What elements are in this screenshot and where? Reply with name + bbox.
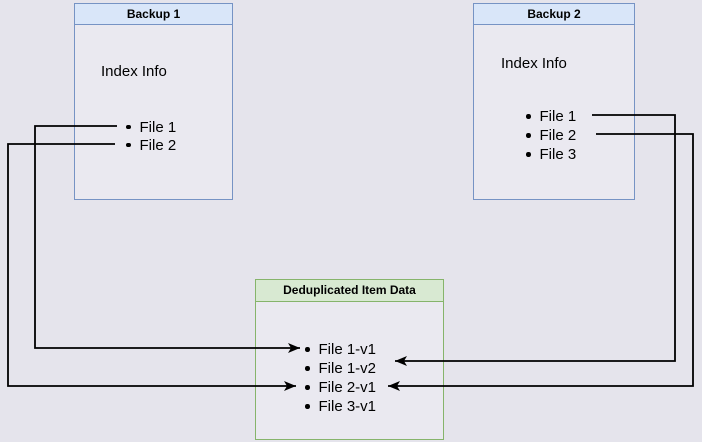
bullet-icon xyxy=(526,133,531,138)
list-item: File 3-v1 xyxy=(305,397,376,416)
dedup-item-list: File 1-v1 File 1-v2 File 2-v1 File 3-v1 xyxy=(305,340,376,416)
list-item: File 1-v1 xyxy=(305,340,376,359)
bullet-icon xyxy=(305,366,310,371)
node-backup2: Backup 2 Index Info File 1 File 2 File 3 xyxy=(473,3,635,200)
item-label: File 2-v1 xyxy=(318,379,377,396)
file-label: File 3 xyxy=(539,146,577,163)
list-item: File 2-v1 xyxy=(305,378,376,397)
file-label: File 2 xyxy=(539,127,577,144)
file-label: File 1 xyxy=(539,108,577,125)
backup2-file-list: File 1 File 2 File 3 xyxy=(526,107,576,164)
node-dedup-item-data: Deduplicated Item Data File 1-v1 File 1-… xyxy=(255,279,444,440)
list-item: File 1-v2 xyxy=(305,359,376,378)
backup1-title: Backup 1 xyxy=(75,4,232,25)
file-label: File 2 xyxy=(139,136,177,154)
list-item: File 1 xyxy=(126,118,176,136)
backup2-title: Backup 2 xyxy=(474,4,634,25)
item-label: File 1-v1 xyxy=(318,341,377,358)
bullet-icon xyxy=(305,404,310,409)
bullet-icon xyxy=(526,114,531,119)
bullet-icon xyxy=(126,142,131,148)
list-item: File 3 xyxy=(526,145,576,164)
bullet-icon xyxy=(305,347,310,352)
bullet-icon xyxy=(305,385,310,390)
bullet-icon xyxy=(526,152,531,157)
list-item: File 2 xyxy=(526,126,576,145)
bullet-icon xyxy=(126,124,131,130)
node-backup1: Backup 1 Index Info File 1 File 2 xyxy=(74,3,233,200)
backup1-file-list: File 1 File 2 xyxy=(126,118,176,154)
list-item: File 1 xyxy=(526,107,576,126)
backup2-heading: Index Info xyxy=(501,55,567,72)
list-item: File 2 xyxy=(126,136,176,154)
file-label: File 1 xyxy=(139,118,177,136)
dedup-title: Deduplicated Item Data xyxy=(256,280,443,302)
item-label: File 1-v2 xyxy=(318,360,377,377)
backup1-heading: Index Info xyxy=(101,63,167,80)
item-label: File 3-v1 xyxy=(318,398,377,415)
